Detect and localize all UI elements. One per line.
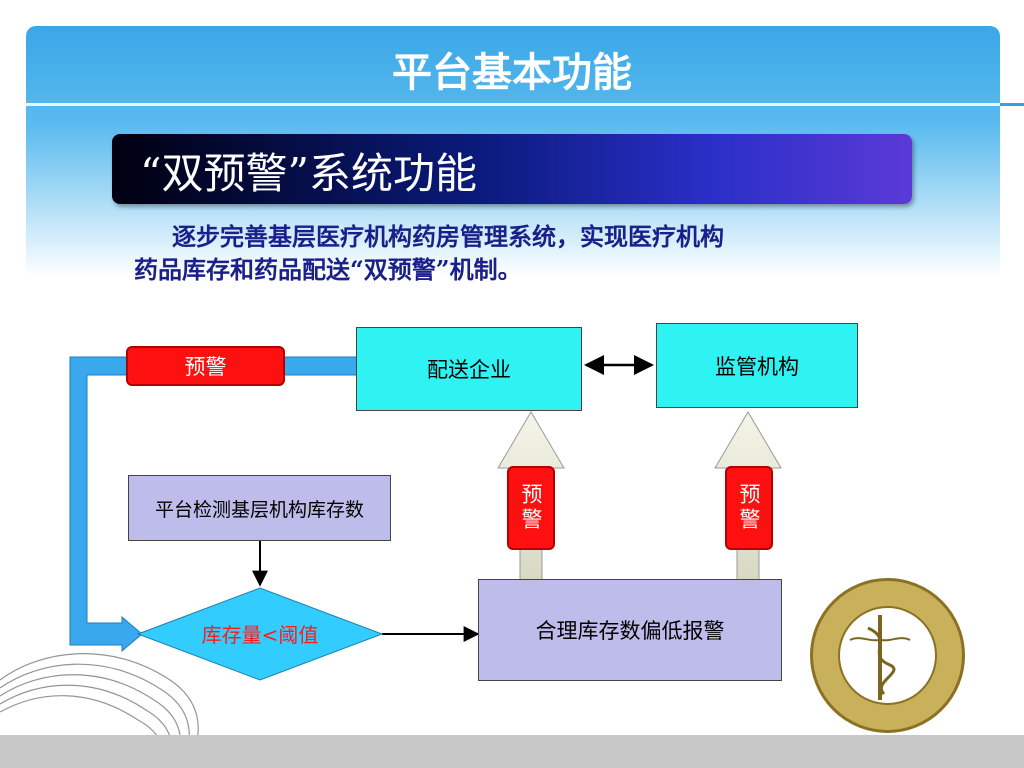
condition-label: 库存量<阈值 [201,623,319,647]
seal-center [838,606,937,705]
header-divider [26,103,1024,106]
intro-line-2: 药品库存和药品配送“双预警”机制。 [134,255,522,284]
header-divider-accent [1000,103,1024,106]
low-stock-alarm-box: 合理库存数偏低报警 [478,579,782,681]
warning-badge-right: 预警 [725,466,773,550]
warning-badge-left: 预警 [126,346,285,386]
section-title: “双预警”系统功能 [140,149,477,198]
section-bar [112,134,912,204]
page-title: 平台基本功能 [392,50,632,96]
condition-diamond [136,587,384,681]
warning-badge-middle: 预警 [507,466,555,550]
intro-line-1: 逐步完善基层医疗机构药房管理系统，实现医疗机构 [172,222,724,251]
footer-bar [0,735,1024,768]
distribution-enterprise-box: 配送企业 [356,327,582,411]
platform-check-box: 平台检测基层机构库存数 [128,475,391,541]
regulator-box: 监管机构 [656,323,858,408]
intro-text: 逐步完善基层医疗机构药房管理系统，实现医疗机构 药品库存和药品配送“双预警”机制… [134,220,904,286]
